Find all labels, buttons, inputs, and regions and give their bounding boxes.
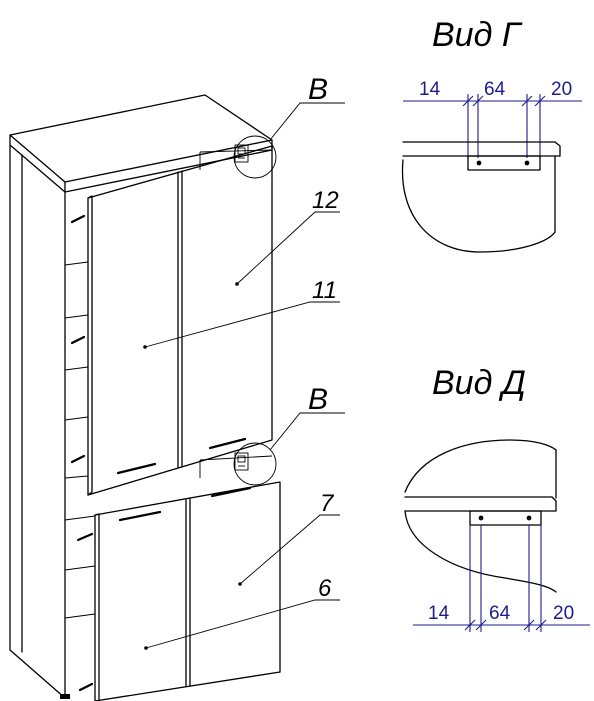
- detail-b-top: [233, 135, 277, 179]
- view-d-dim-14: 14: [428, 603, 450, 624]
- view-d-title: Вид Д: [432, 364, 526, 402]
- door-6-handle: [118, 510, 162, 522]
- callout-11: 11: [312, 277, 337, 304]
- door-12-handle: [208, 437, 247, 450]
- door-11-handle: [116, 462, 157, 475]
- view-g-title: Вид Г: [432, 16, 523, 54]
- leader-lines: [144, 102, 345, 649]
- view-d-dim-64: 64: [489, 603, 511, 624]
- door-7-handle: [210, 486, 252, 498]
- detail-b-bottom: [233, 442, 277, 486]
- callout-12: 12: [312, 187, 339, 214]
- callout-b-bottom: В: [308, 383, 328, 416]
- callout-b-top: В: [308, 73, 328, 106]
- view-d-dim-20: 20: [553, 603, 574, 624]
- view-g-dim-20: 20: [551, 79, 572, 100]
- callout-6: 6: [318, 575, 332, 602]
- shelves: [64, 149, 273, 619]
- callout-7: 7: [320, 490, 335, 517]
- upper-doors: [87, 145, 273, 496]
- view-g-detail: Вид Г 14 64 20: [401, 16, 582, 253]
- lower-doors: [94, 481, 281, 701]
- view-g-dim-14: 14: [419, 79, 441, 100]
- cabinet-body: [9, 94, 273, 699]
- view-d-detail: Вид Д 14 64 20: [404, 364, 590, 632]
- hinge-marks: [70, 214, 94, 692]
- view-g-dim-64: 64: [484, 79, 506, 100]
